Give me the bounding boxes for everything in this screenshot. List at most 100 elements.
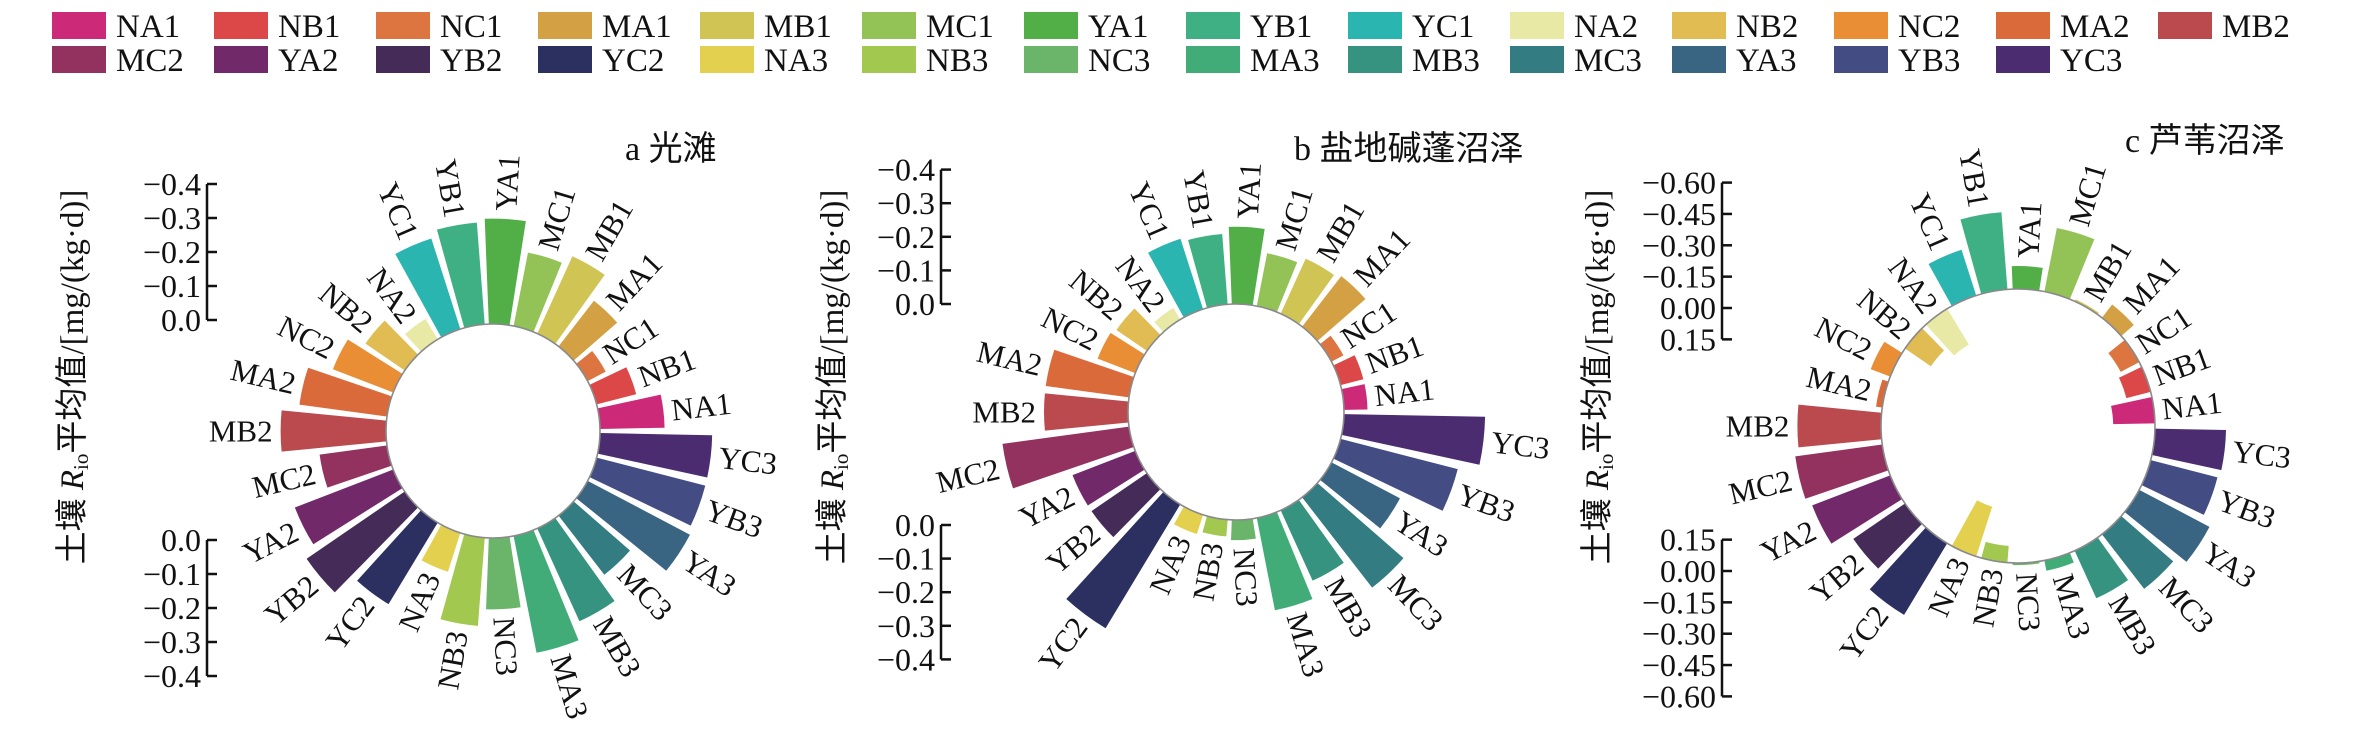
legend-item: MC2 (52, 43, 184, 79)
bar-YB3 (589, 457, 706, 526)
legend-label: MA1 (602, 9, 672, 45)
category-label: MB1 (578, 194, 640, 267)
bar-MB1 (537, 256, 605, 344)
axis-top: −0.60−0.45−0.30−0.150.000.15 (1642, 165, 1732, 357)
category-label: YB1 (428, 157, 473, 221)
tick-label: −0.3 (143, 624, 201, 660)
legend-item: MB3 (1348, 43, 1480, 79)
tick-label: −0.3 (877, 185, 935, 221)
axis-top: −0.4−0.3−0.2−0.10.0 (143, 166, 217, 338)
bar-MC2 (319, 445, 392, 488)
category-label: YC2 (1031, 610, 1094, 678)
tick-label: 0.0 (161, 302, 201, 338)
category-label: MC2 (249, 456, 319, 505)
legend-label: YB1 (1250, 9, 1312, 45)
panel-c: NA1NB1NC1MA1MB1MC1YA1YB1YC1NA2NB2NC2MA2M… (1579, 122, 2293, 714)
legend-swatch (1024, 12, 1078, 39)
bar-YB2 (1091, 473, 1161, 538)
legend-item: MB2 (2158, 9, 2290, 45)
category-label: YA1 (1230, 161, 1268, 220)
legend-label: NC1 (440, 9, 502, 45)
legend-item: NC3 (1024, 43, 1150, 79)
legend-item: MC3 (1510, 43, 1642, 79)
legend-swatch (1348, 12, 1402, 39)
bar-YB3 (2141, 460, 2218, 515)
category-label: NA1 (669, 386, 733, 428)
legend-item: NC1 (376, 9, 502, 45)
y-label-prefix: 土壤 (54, 490, 91, 564)
legend-swatch (862, 12, 916, 39)
bar-YC2 (1066, 491, 1181, 629)
category-label: YA1 (2010, 201, 2048, 260)
legend-swatch (1186, 46, 1240, 73)
bar-NC3 (1231, 518, 1256, 541)
bar-MC1 (1256, 253, 1298, 313)
bar-YC2 (1869, 527, 1948, 615)
legend-swatch (1510, 12, 1564, 39)
y-label-subscript: io (829, 454, 853, 470)
category-label: YB1 (1176, 168, 1221, 232)
bar-NB1 (1333, 355, 1364, 386)
bar-NC2 (1097, 332, 1145, 374)
tick-label: −0.30 (1642, 227, 1716, 263)
legend-item: NB1 (214, 9, 340, 45)
bar-NA2 (1154, 308, 1181, 333)
panel-b: NA1NB1NC1MA1MB1MC1YA1YB1YC1NA2NB2NC2MA2M… (814, 130, 1552, 681)
axis-bottom: 0.0−0.1−0.2−0.3−0.4 (143, 522, 217, 694)
legend-item: NA1 (52, 9, 180, 45)
y-label-subscript: io (1594, 454, 1618, 470)
tick-label: −0.4 (877, 641, 935, 677)
bar-YA1 (484, 218, 526, 326)
legend-label: NB3 (926, 43, 988, 79)
bar-MA3 (513, 530, 579, 653)
tick-label: −0.1 (143, 556, 201, 592)
tick-label: −0.1 (877, 252, 935, 288)
category-label: NC3 (2009, 572, 2047, 633)
bar-MC1 (513, 252, 562, 332)
category-label: YC2 (1832, 599, 1895, 667)
bar-YB1 (1188, 233, 1228, 308)
y-label-symbol: R (815, 470, 851, 491)
category-label: YA3 (676, 543, 743, 603)
tick-label: −0.60 (1642, 165, 1716, 201)
tick-label: 0.00 (1660, 553, 1716, 589)
category-label: YA2 (1014, 479, 1081, 536)
tick-label: −0.2 (143, 590, 201, 626)
category-label: YB3 (701, 492, 768, 545)
legend-swatch (214, 46, 268, 73)
bar-NA1 (597, 394, 665, 429)
tick-label: 0.0 (895, 286, 935, 322)
category-label: YA2 (1755, 513, 1822, 570)
category-label: MB2 (972, 395, 1036, 430)
bar-MB2 (280, 410, 387, 452)
legend-swatch (52, 46, 106, 73)
legend-item: NC2 (1834, 9, 1960, 45)
category-label: YC3 (717, 440, 779, 482)
tick-label: −0.3 (877, 608, 935, 644)
category-label: YA2 (237, 514, 304, 571)
bar-MB1 (1280, 258, 1334, 325)
legend-label: YC3 (2060, 43, 2122, 79)
category-label: YC1 (1902, 188, 1957, 256)
category-label: MA2 (1803, 359, 1875, 408)
legend-swatch (862, 46, 916, 73)
legend-label: NA1 (116, 9, 180, 45)
legend-swatch (1672, 46, 1726, 73)
legend-label: MB3 (1412, 43, 1480, 79)
category-label: YA1 (488, 153, 526, 212)
bar-NB3 (1202, 516, 1228, 537)
legend-label: YB2 (440, 43, 502, 79)
legend-label: MC1 (926, 9, 994, 45)
legend-label: MC3 (1574, 43, 1642, 79)
bar-MB3 (537, 518, 615, 622)
tick-label: −0.1 (877, 541, 935, 577)
y-axis-label: 土壤 Rio平均值/[mg/(kg·d)] (814, 190, 853, 565)
bar-NB3 (1981, 541, 2009, 563)
legend-label: YC1 (1412, 9, 1474, 45)
legend-swatch (376, 12, 430, 39)
y-label-suffix: 平均值/[mg/(kg·d)] (814, 190, 851, 454)
bar-YA3 (1320, 462, 1400, 529)
category-label: MC1 (2061, 159, 2113, 230)
legend-swatch (52, 12, 106, 39)
